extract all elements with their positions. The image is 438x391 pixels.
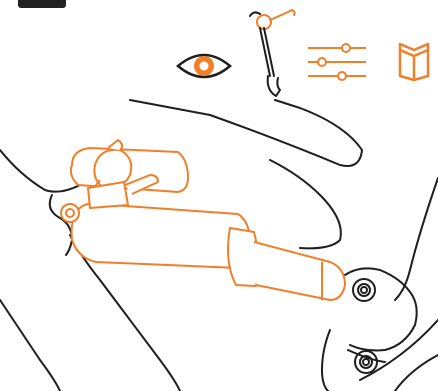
frame-seat-tube	[0, 300, 60, 391]
frame-down-tube	[0, 150, 80, 192]
frame-seatstay-top	[270, 160, 341, 248]
rear-shock	[61, 140, 345, 300]
shock-body	[72, 204, 250, 268]
book-icon[interactable]	[396, 42, 432, 82]
lever-tool-icon[interactable]	[240, 6, 300, 104]
shock-collar	[228, 228, 259, 286]
shock-dial	[94, 150, 131, 188]
shock-shaft	[254, 242, 345, 300]
frame-lower-link	[322, 330, 330, 391]
pivot-bolt-upper	[353, 279, 375, 301]
frame-bottom-right	[395, 355, 438, 391]
pivot-bolt-lower	[355, 351, 377, 373]
sliders-icon[interactable]	[306, 40, 368, 86]
eye-icon[interactable]	[174, 48, 234, 84]
